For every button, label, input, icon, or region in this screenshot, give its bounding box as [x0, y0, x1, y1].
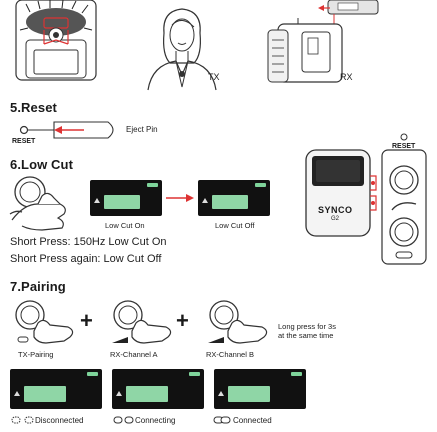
- tx-pairing-caption: TX-Pairing: [18, 350, 54, 359]
- disconnected-screen: [10, 369, 102, 409]
- connected-caption: Connected: [233, 416, 272, 425]
- device-brand-label: SYNCO: [318, 205, 353, 215]
- disconnected-caption: Disconnected: [35, 416, 84, 425]
- low-cut-on-caption: Low Cut On: [105, 221, 145, 230]
- plus-sign-1: +: [80, 308, 93, 333]
- pairing-heading: 7.Pairing: [10, 279, 66, 294]
- low-cut-off-caption: Low Cut Off: [215, 221, 255, 230]
- connecting-caption: Connecting: [135, 416, 176, 425]
- rx-label: RX: [340, 72, 353, 82]
- reset-label: RESET: [12, 138, 36, 145]
- connected-screen: [214, 369, 306, 409]
- long-press-note-line2: at the same time: [278, 331, 334, 340]
- eject-pin-label: Eject Pin: [126, 125, 158, 134]
- low-cut-heading: 6.Low Cut: [10, 157, 74, 172]
- device-reset-label: RESET: [392, 143, 416, 150]
- rx-channel-a-caption: RX-Channel A: [110, 350, 158, 359]
- rx-channel-b-caption: RX-Channel B: [206, 350, 254, 359]
- low-cut-short-press-again-line: Short Press again: Low Cut Off: [10, 253, 162, 265]
- low-cut-on-screen: [90, 180, 162, 216]
- low-cut-short-press-line: Short Press: 150Hz Low Cut On: [10, 236, 167, 248]
- connecting-screen: [112, 369, 204, 409]
- device-model-label: G2: [331, 216, 340, 222]
- long-press-note-line1: Long press for 3s: [278, 322, 336, 331]
- tx-label: TX: [208, 72, 220, 82]
- low-cut-off-screen: [198, 180, 270, 216]
- plus-sign-2: +: [176, 308, 189, 333]
- reset-heading: 5.Reset: [10, 100, 57, 115]
